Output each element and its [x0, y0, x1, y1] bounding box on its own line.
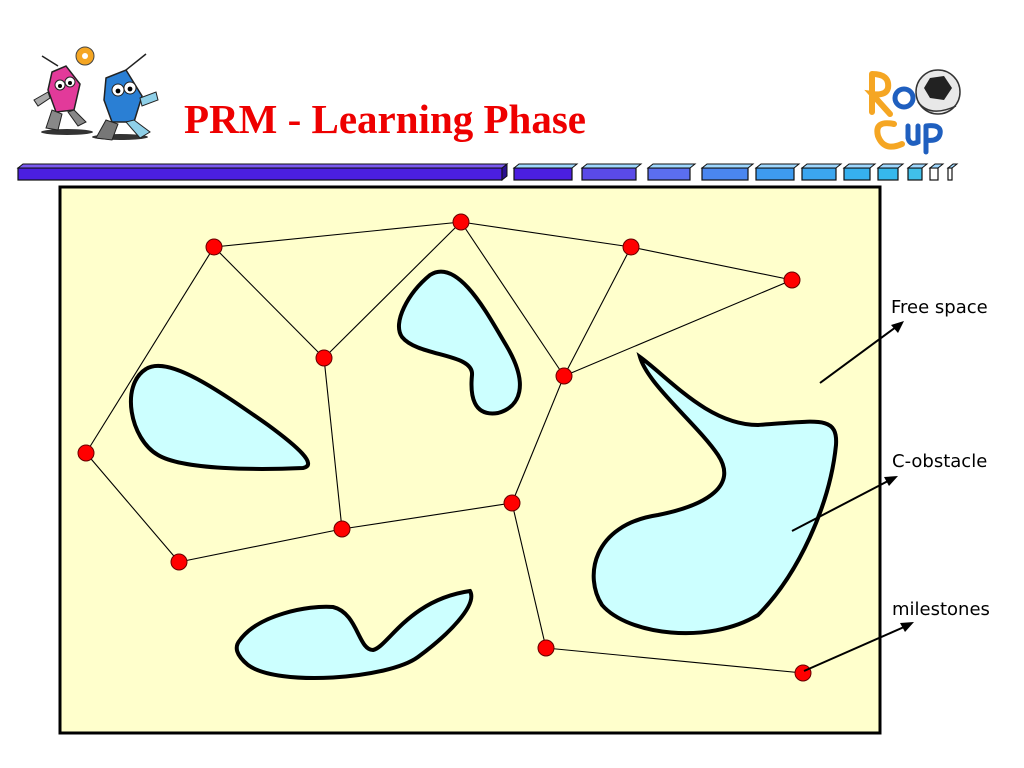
divider-segment-top — [946, 163, 959, 169]
robocup-soccer-robots-logo — [33, 46, 159, 141]
roadmap-edge — [545, 647, 804, 674]
milestones-label: milestones — [892, 599, 990, 620]
divider-segment — [947, 167, 953, 181]
c-obstacle-3 — [591, 352, 839, 636]
milestone-node — [205, 238, 223, 256]
divider-segment-top — [580, 163, 643, 169]
milestone-node — [170, 553, 188, 571]
segmented-divider-bar — [16, 162, 959, 182]
free-space-arrowhead-icon — [891, 321, 904, 333]
c-obstacle-2 — [396, 269, 522, 416]
divider-segment — [513, 167, 573, 181]
divider-segment-top — [842, 163, 877, 169]
roadmap-edge — [630, 246, 793, 281]
milestone-node — [783, 271, 801, 289]
roadmap-edge — [323, 357, 343, 530]
milestone-node — [503, 494, 521, 512]
milestone-node — [555, 367, 573, 385]
milestone-node — [537, 639, 555, 657]
free-space-arrow — [819, 326, 897, 384]
roadmap-edge — [85, 452, 180, 563]
divider-segment — [801, 167, 837, 181]
c-obstacle-4 — [234, 588, 474, 681]
c-obstacle-label: C-obstacle — [892, 451, 987, 472]
roadmap-edge — [563, 279, 793, 377]
divider-segment-top — [646, 163, 697, 169]
divider-segment-top — [800, 163, 843, 169]
milestones-arrow — [803, 626, 905, 672]
milestone-node — [315, 349, 333, 367]
divider-segment — [929, 167, 939, 181]
robocup-logo — [864, 69, 961, 155]
roadmap-edge — [511, 502, 547, 649]
roadmap-edge — [511, 375, 565, 504]
roadmap-edge — [563, 246, 632, 377]
milestone-node — [794, 664, 812, 682]
divider-segment-top — [700, 163, 755, 169]
divider-segment-top — [512, 163, 579, 169]
milestone-node — [333, 520, 351, 538]
milestone-node — [452, 213, 470, 231]
milestone-node — [77, 444, 95, 462]
divider-segment — [843, 167, 871, 181]
c-obstacle-arrowhead-icon — [884, 476, 898, 486]
roadmap-edge — [323, 221, 462, 359]
roadmap-edge — [341, 502, 513, 530]
roadmap-edge — [178, 528, 343, 563]
roadmap-edge — [460, 221, 632, 248]
roadmap-edge — [85, 246, 215, 454]
slide-title: PRM - Learning Phase — [184, 96, 586, 142]
divider-segment-top — [906, 163, 929, 169]
divider-segment — [907, 167, 923, 181]
divider-segment — [701, 167, 749, 181]
roadmap-edge — [213, 246, 325, 359]
c-obstacle-arrow — [791, 480, 889, 532]
free-space-label: Free space — [891, 297, 988, 318]
roadmap-edge — [213, 221, 462, 248]
milestone-node — [622, 238, 640, 256]
c-obstacle-1 — [129, 363, 311, 471]
divider-segment — [755, 167, 795, 181]
divider-segment-top — [928, 163, 945, 169]
divider-segment — [647, 167, 691, 181]
roadmap-edge — [460, 221, 565, 377]
robots-icon — [33, 46, 159, 141]
divider-segment-top — [876, 163, 905, 169]
prm-diagram: Free space C-obstacle milestones — [58, 185, 990, 735]
divider-segment — [877, 167, 899, 181]
divider-segment — [581, 167, 637, 181]
milestones-arrowhead-icon — [900, 622, 914, 632]
divider-segment-top — [754, 163, 801, 169]
